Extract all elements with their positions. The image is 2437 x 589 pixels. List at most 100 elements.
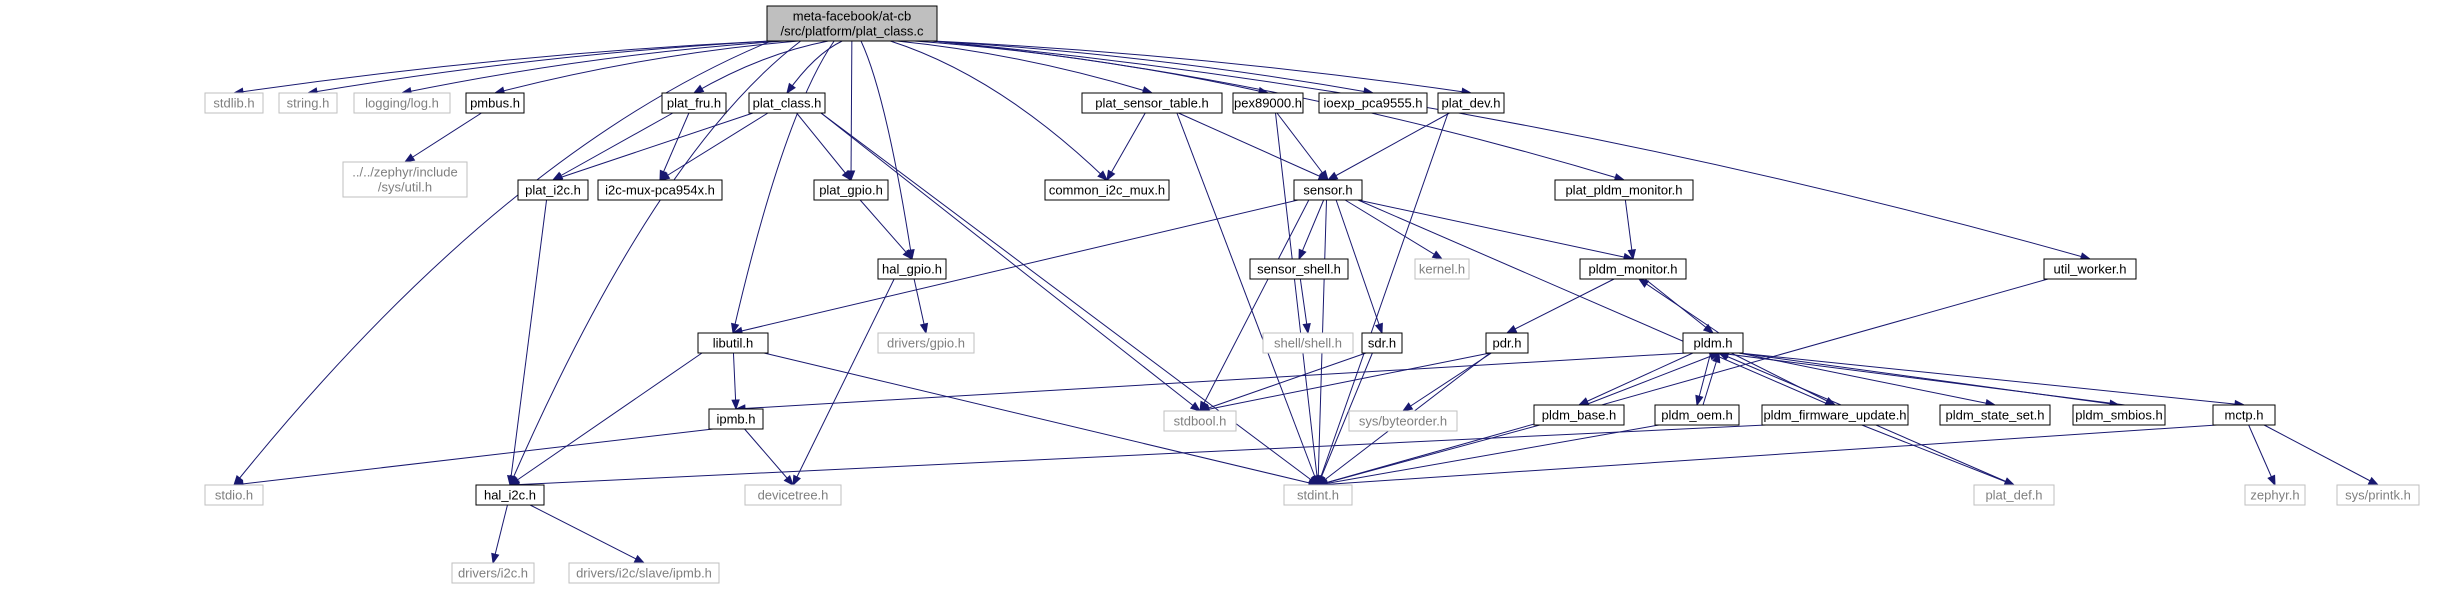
node-box bbox=[1361, 332, 1403, 354]
node-kernel: kernel.h bbox=[1414, 258, 1470, 280]
edge-line bbox=[850, 40, 853, 181]
node-box bbox=[451, 562, 535, 584]
node-hal-gpio[interactable]: hal_gpio.h bbox=[877, 258, 947, 280]
edge-root-to-libutil bbox=[731, 40, 835, 335]
node-pldm[interactable]: pldm.h bbox=[1682, 332, 1744, 354]
edge-plat_class-to-stdint bbox=[820, 112, 1320, 486]
edge-pldm-to-pldm_state_set bbox=[1738, 352, 1997, 408]
node-pldm-firmware-update[interactable]: pldm_firmware_update.h bbox=[1761, 404, 1909, 426]
node-label: i2c-mux-pca954x.h bbox=[605, 183, 715, 198]
node-pex89000[interactable]: pex89000.h bbox=[1232, 92, 1304, 114]
node-box bbox=[568, 562, 720, 584]
node-label: pldm_firmware_update.h bbox=[1763, 408, 1906, 423]
node-mctp[interactable]: mctp.h bbox=[2212, 404, 2276, 426]
edge-line bbox=[1276, 112, 1329, 181]
edge-hal_gpio-to-devicetree bbox=[792, 278, 895, 487]
node-box bbox=[517, 179, 589, 201]
edge-root-to-plat_sensor_table bbox=[896, 40, 1154, 95]
node-sensor[interactable]: sensor.h bbox=[1293, 179, 1363, 201]
edge-plat_fru-to-i2c_mux bbox=[659, 112, 690, 182]
node-util-worker[interactable]: util_worker.h bbox=[2043, 258, 2137, 280]
edge-line bbox=[401, 40, 785, 94]
node-sdr[interactable]: sdr.h bbox=[1361, 332, 1403, 354]
node-root[interactable]: meta-facebook/at-cb/src/platform/plat_cl… bbox=[766, 5, 938, 42]
node-pldm-oem[interactable]: pldm_oem.h bbox=[1654, 404, 1740, 426]
edge-line bbox=[1578, 352, 1694, 406]
node-pldm-monitor[interactable]: pldm_monitor.h bbox=[1579, 258, 1687, 280]
node-box bbox=[744, 484, 842, 506]
node-box bbox=[1044, 179, 1170, 201]
arrowhead bbox=[1702, 323, 1715, 334]
node-box bbox=[2212, 404, 2276, 426]
node-common-i2c-mux[interactable]: common_i2c_mux.h bbox=[1044, 179, 1170, 201]
node-ioexp[interactable]: ioexp_pca9555.h bbox=[1318, 92, 1428, 114]
node-label: ipmb.h bbox=[716, 412, 755, 427]
edge-line bbox=[744, 428, 794, 486]
node-label: hal_gpio.h bbox=[882, 262, 942, 277]
node-box bbox=[2043, 258, 2137, 280]
edge-line bbox=[1317, 424, 2218, 486]
node-label: /src/platform/plat_class.c bbox=[780, 24, 924, 39]
edge-sensor-to-sensor_shell bbox=[1298, 199, 1325, 261]
edge-pldm_firmware_update-to-hal_i2c bbox=[508, 424, 1767, 489]
edge-pldm_base-to-stdint bbox=[1316, 424, 1540, 487]
edge-libutil-to-hal_i2c bbox=[508, 352, 703, 486]
edge-line bbox=[1298, 199, 1325, 260]
node-sys-printk: sys/printk.h bbox=[2336, 484, 2420, 506]
node-plat-dev[interactable]: plat_dev.h bbox=[1437, 92, 1505, 114]
node-libutil[interactable]: libutil.h bbox=[697, 332, 769, 354]
node-plat-sensor-table[interactable]: plat_sensor_table.h bbox=[1081, 92, 1223, 114]
arrowhead bbox=[919, 322, 929, 335]
node-label: pldm_oem.h bbox=[1661, 408, 1733, 423]
arrowhead bbox=[841, 169, 852, 182]
node-box bbox=[708, 408, 764, 430]
node-pldm-state-set[interactable]: pldm_state_set.h bbox=[1939, 404, 2051, 426]
edge-hal_gpio-to-drivers_gpio bbox=[913, 278, 929, 335]
edge-line bbox=[820, 112, 1319, 486]
node-pmbus[interactable]: pmbus.h bbox=[465, 92, 525, 114]
node-plat-i2c[interactable]: plat_i2c.h bbox=[517, 179, 589, 201]
node-pldm-base[interactable]: pldm_base.h bbox=[1533, 404, 1625, 426]
arrowhead bbox=[1106, 169, 1116, 182]
node-plat-gpio[interactable]: plat_gpio.h bbox=[813, 179, 889, 201]
edge-line bbox=[932, 40, 1472, 94]
node-box bbox=[1761, 404, 1909, 426]
edge-plat_class-to-i2c_mux bbox=[658, 112, 769, 181]
node-i2c-mux[interactable]: i2c-mux-pca954x.h bbox=[597, 179, 723, 201]
node-label: pldm_monitor.h bbox=[1589, 262, 1678, 277]
arrowhead bbox=[731, 399, 740, 411]
node-plat-pldm-monitor[interactable]: plat_pldm_monitor.h bbox=[1554, 179, 1694, 201]
edge-plat_gpio-to-hal_gpio bbox=[859, 199, 913, 261]
node-label: sensor.h bbox=[1303, 183, 1352, 198]
node-label: common_i2c_mux.h bbox=[1049, 183, 1165, 198]
node-zephyr-util: ../../zephyr/include/sys/util.h bbox=[342, 161, 468, 198]
node-label: pldm_smbios.h bbox=[2075, 408, 2162, 423]
node-logging: logging/log.h bbox=[353, 92, 451, 114]
node-sensor-shell[interactable]: sensor_shell.h bbox=[1249, 258, 1349, 280]
edge-line bbox=[233, 428, 714, 486]
arrowhead bbox=[783, 475, 794, 487]
arrowhead bbox=[786, 82, 796, 95]
edge-line bbox=[1731, 352, 1836, 406]
node-label: plat_fru.h bbox=[667, 96, 721, 111]
arrowhead bbox=[792, 474, 801, 487]
node-plat-fru[interactable]: plat_fru.h bbox=[661, 92, 727, 114]
edge-plat_class-to-plat_gpio bbox=[796, 112, 852, 182]
arrowhead bbox=[902, 249, 913, 261]
edge-plat_dev-to-sensor bbox=[1326, 112, 1450, 181]
node-hal-i2c[interactable]: hal_i2c.h bbox=[475, 484, 545, 506]
node-label: pmbus.h bbox=[470, 96, 520, 111]
node-plat-class[interactable]: plat_class.h bbox=[748, 92, 826, 114]
node-drivers-gpio: drivers/gpio.h bbox=[877, 332, 975, 354]
node-pdr[interactable]: pdr.h bbox=[1485, 332, 1529, 354]
node-ipmb[interactable]: ipmb.h bbox=[708, 408, 764, 430]
node-box bbox=[1163, 410, 1237, 432]
edge-plat_class-to-stdbool bbox=[820, 112, 1202, 412]
node-devicetree: devicetree.h bbox=[744, 484, 842, 506]
arrowhead bbox=[731, 322, 740, 335]
node-pldm-smbios[interactable]: pldm_smbios.h bbox=[2072, 404, 2166, 426]
edge-line bbox=[509, 424, 1767, 486]
arrowhead bbox=[2267, 474, 2276, 487]
edge-line bbox=[1738, 352, 2245, 406]
arrowhead bbox=[1712, 351, 1721, 364]
